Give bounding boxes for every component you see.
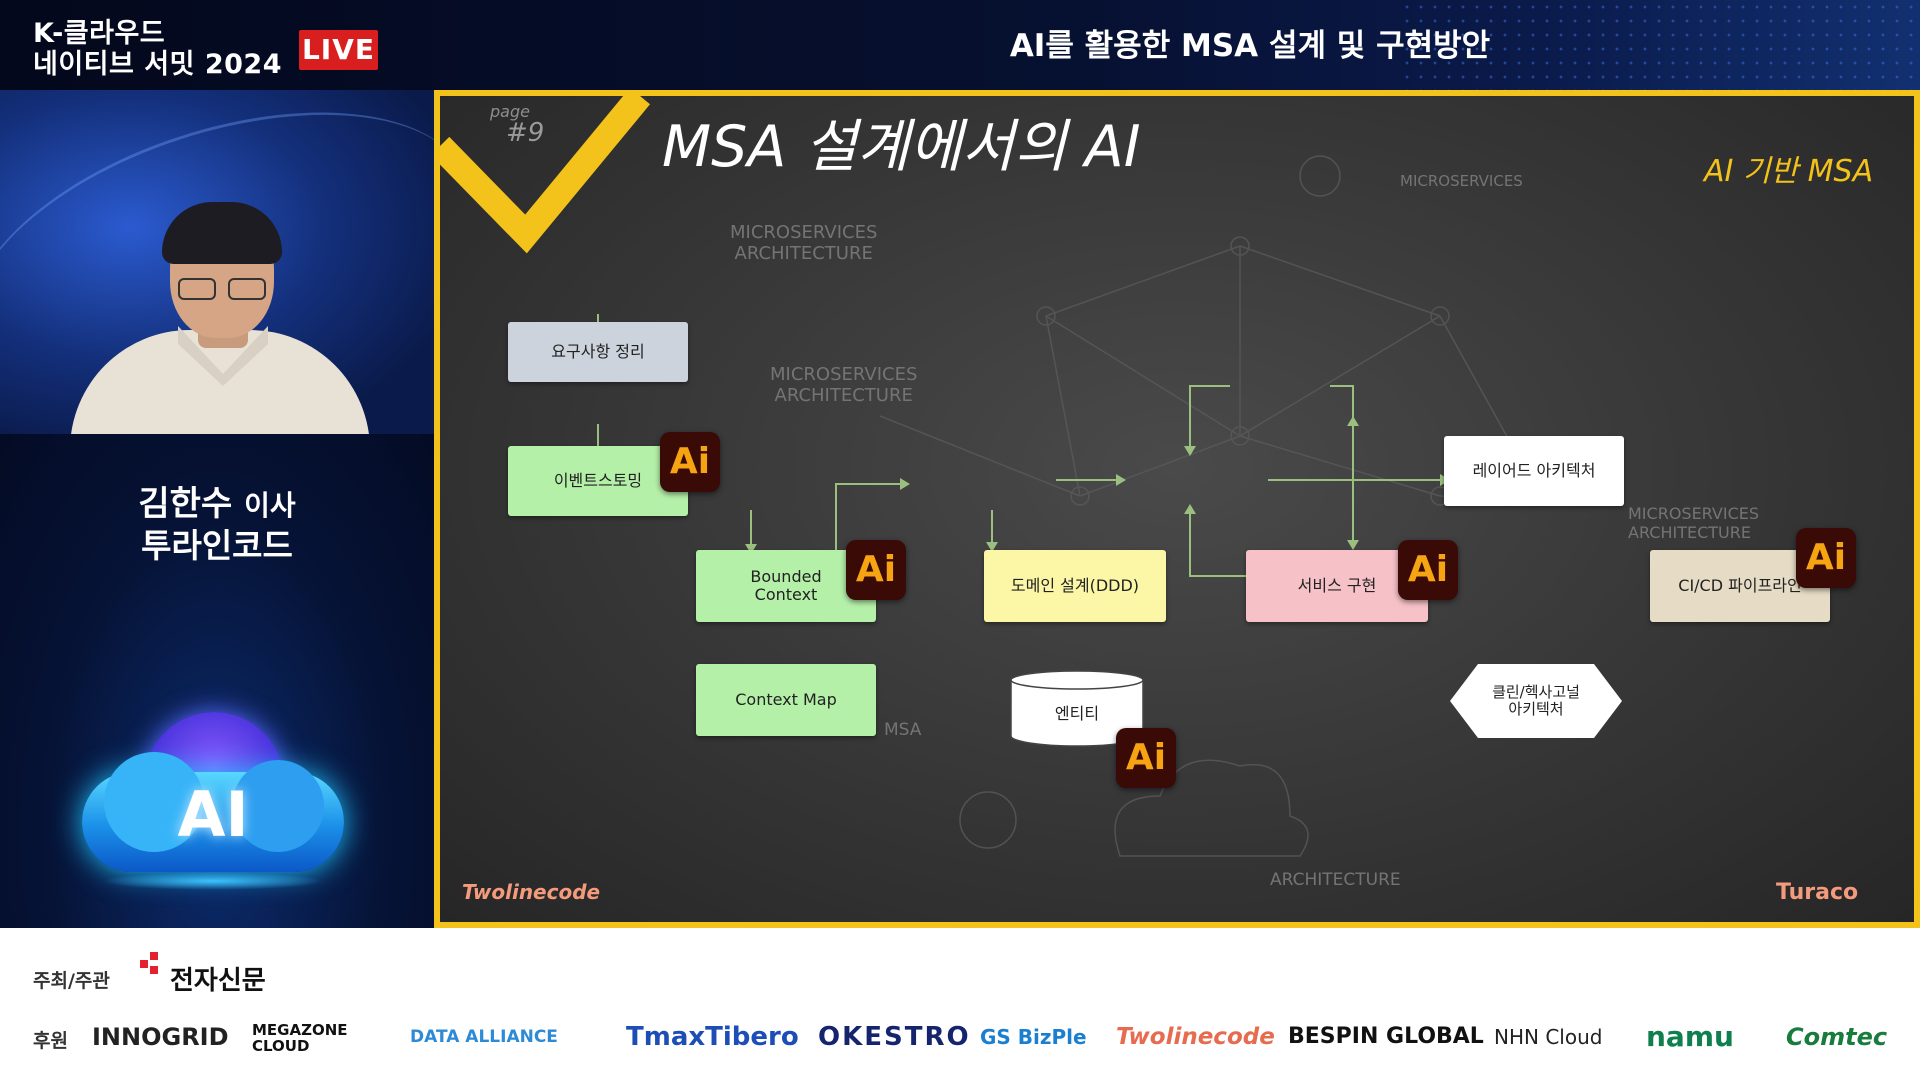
session-title: AI를 활용한 MSA 설계 및 구현방안 — [1009, 28, 1491, 64]
support-label: 후원 — [33, 1030, 68, 1052]
ai-badge-icon: Ai — [846, 540, 906, 600]
node-clean-hex-arch: 클린/헥사고널 아키텍처 — [1492, 683, 1580, 718]
presentation-slide: page #9 MSA 설계에서의 AI AI 기반 MSA MICROSERV… — [440, 96, 1914, 922]
page-label: page — [490, 102, 530, 121]
entity-cylinder-icon — [1010, 670, 1144, 747]
node-entity: 엔티티 — [1054, 704, 1100, 723]
ai-badge-icon: Ai — [1116, 728, 1176, 788]
sponsor-logo-comtec: Comtec — [1786, 1023, 1888, 1051]
sponsor-logo-okestro: OKESTRO — [818, 1022, 971, 1052]
network-background-icon — [879, 155, 1541, 857]
ai-badge-icon: Ai — [1398, 540, 1458, 600]
speaker-hair — [162, 202, 282, 264]
sponsor-logo-twolinecode: Twolinecode — [1116, 1024, 1275, 1050]
sponsor-logo-megazone: MEGAZONE CLOUD — [252, 1021, 348, 1055]
speaker-name: 김한수 — [138, 484, 233, 524]
ai-cloud-text: AI — [177, 778, 249, 851]
page-number: #9 — [506, 118, 545, 148]
speaker-company: 투라인코드 — [141, 526, 293, 565]
sponsor-logo-bespin: BESPIN GLOBAL — [1288, 1024, 1484, 1049]
slide-background-graphics — [440, 96, 1541, 857]
event-title: K-클라우드 네이티브 서밋 2024 — [33, 18, 282, 80]
sponsor-logo-innogrid: INNOGRID — [92, 1023, 229, 1051]
slide-tag: AI 기반 MSA — [1704, 154, 1874, 189]
speaker-glasses — [178, 278, 268, 300]
sponsor-strip — [0, 928, 1920, 1080]
hexagon-shape — [1450, 664, 1622, 738]
bg-label-microservices-3: MICROSERVICES ARCHITECTURE — [1628, 504, 1760, 542]
sponsor-logo-namu: namu — [1646, 1020, 1734, 1053]
node-domain-design: 도메인 설계(DDD) — [984, 550, 1166, 622]
ai-badge-icon: Ai — [1796, 528, 1856, 588]
node-requirements: 요구사항 정리 — [508, 322, 688, 382]
speaker-title: 이사 — [244, 489, 296, 522]
bg-label-microservices-top: MICROSERVICES — [1400, 172, 1523, 190]
bg-label-microservices-2: MICROSERVICES ARCHITECTURE — [770, 364, 918, 406]
slide-title: MSA 설계에서의 AI — [662, 114, 1141, 180]
sponsor-logo-tmaxtibero: TmaxTibero — [626, 1022, 799, 1052]
bg-label-microservices-1: MICROSERVICES ARCHITECTURE — [730, 222, 878, 264]
sponsor-logo-nhncloud: NHN Cloud — [1494, 1025, 1603, 1049]
node-context-map: Context Map — [696, 664, 876, 736]
speaker-camera-feed — [0, 90, 434, 434]
bg-label-architecture: ARCHITECTURE — [1270, 870, 1401, 890]
sponsor-logo-gsbizple: GS BizPle — [980, 1025, 1087, 1049]
checkmark-icon — [440, 96, 651, 254]
speaker-name-line: 김한수 이사 — [0, 484, 434, 526]
slide-logo-turaco: Turaco — [1776, 880, 1859, 905]
live-badge: LIVE — [299, 30, 378, 70]
ai-cloud-icon: AI — [82, 712, 344, 890]
node-event-storming: 이벤트스토밍 — [508, 446, 688, 516]
ai-badge-icon: Ai — [660, 432, 720, 492]
node-service-impl: 서비스 구현 — [1246, 550, 1428, 622]
flow-connectors — [597, 314, 1440, 577]
etnews-logo-icon — [140, 952, 162, 976]
sponsor-logo-data-alliance: DATA ALLIANCE — [410, 1027, 558, 1047]
node-layered-arch: 레이어드 아키텍처 — [1444, 436, 1624, 506]
bg-label-msa: MSA — [884, 720, 922, 740]
host-label: 주최/주관 — [33, 970, 110, 992]
slide-logo-twolinecode: Twolinecode — [462, 880, 601, 904]
host-name: 전자신문 — [170, 966, 266, 996]
